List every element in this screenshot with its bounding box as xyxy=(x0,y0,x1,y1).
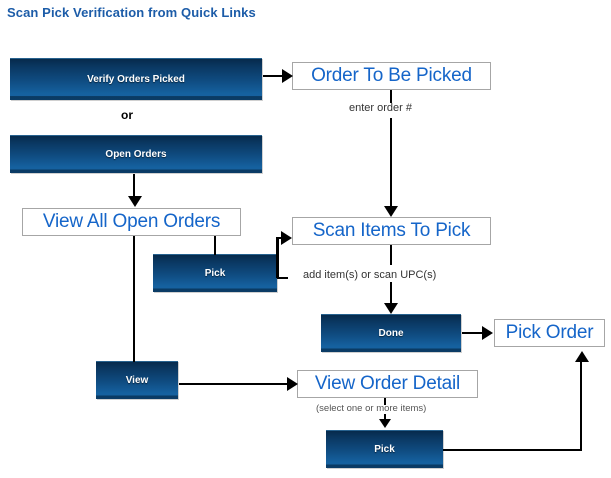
pick-order-box[interactable]: Pick Order xyxy=(494,319,605,347)
connector-order-to-scan-lower xyxy=(390,118,392,207)
pick-bottom-button[interactable]: Pick xyxy=(326,430,443,468)
done-button[interactable]: Done xyxy=(321,314,461,352)
arrowhead-pick-middle-to-scan-icon xyxy=(281,231,292,245)
page-title: Scan Pick Verification from Quick Links xyxy=(7,5,256,20)
edge-label-add-items-or-scan-upc: add item(s) or scan UPC(s) xyxy=(303,269,437,281)
connector-verify-to-order xyxy=(263,75,284,77)
connector-view-order-detail-to-pick-lower xyxy=(384,414,386,421)
connector-pick-middle-elbow-vertical xyxy=(276,238,279,278)
connector-pick-bottom-horizontal xyxy=(443,449,582,451)
arrowhead-done-to-pick-order-icon xyxy=(482,326,493,340)
verify-orders-picked-button[interactable]: Verify Orders Picked xyxy=(10,58,262,100)
arrowhead-pick-bottom-to-pick-order-icon xyxy=(575,351,589,362)
connector-view-order-detail-to-pick-upper xyxy=(384,398,386,405)
connector-view-all-to-pick-middle xyxy=(214,236,216,255)
order-to-be-picked-box[interactable]: Order To Be Picked xyxy=(292,62,491,90)
scan-items-to-pick-box[interactable]: Scan Items To Pick xyxy=(292,217,491,245)
pick-middle-button[interactable]: Pick xyxy=(153,254,277,292)
connector-scan-to-done-upper xyxy=(390,245,392,265)
view-all-open-orders-box[interactable]: View All Open Orders xyxy=(22,208,241,236)
connector-done-to-pick-order xyxy=(462,332,485,334)
connector-pick-bottom-vertical xyxy=(580,362,582,451)
view-order-detail-box[interactable]: View Order Detail xyxy=(297,370,478,398)
arrowhead-verify-to-order-icon xyxy=(282,69,293,83)
or-divider-label: or xyxy=(121,108,133,122)
open-orders-button[interactable]: Open Orders xyxy=(10,135,262,173)
arrowhead-order-to-scan-icon xyxy=(384,206,398,217)
arrowhead-view-order-detail-to-pick-icon xyxy=(379,419,391,428)
arrowhead-view-to-view-order-detail-icon xyxy=(287,377,298,391)
connector-scan-to-done-lower xyxy=(390,282,392,305)
view-button[interactable]: View xyxy=(96,361,178,399)
edge-label-enter-order-number: enter order # xyxy=(349,102,412,114)
arrowhead-open-orders-to-view-all-icon xyxy=(128,196,142,207)
connector-order-to-scan-upper xyxy=(390,90,392,103)
connector-pick-middle-elbow-horizontal xyxy=(277,277,288,279)
edge-label-select-one-or-more-items: (select one or more items) xyxy=(316,403,427,414)
arrowhead-scan-to-done-icon xyxy=(384,303,398,314)
connector-view-all-to-view xyxy=(133,236,135,362)
connector-open-orders-to-view-all xyxy=(133,174,135,198)
connector-view-to-view-order-detail xyxy=(179,383,290,385)
